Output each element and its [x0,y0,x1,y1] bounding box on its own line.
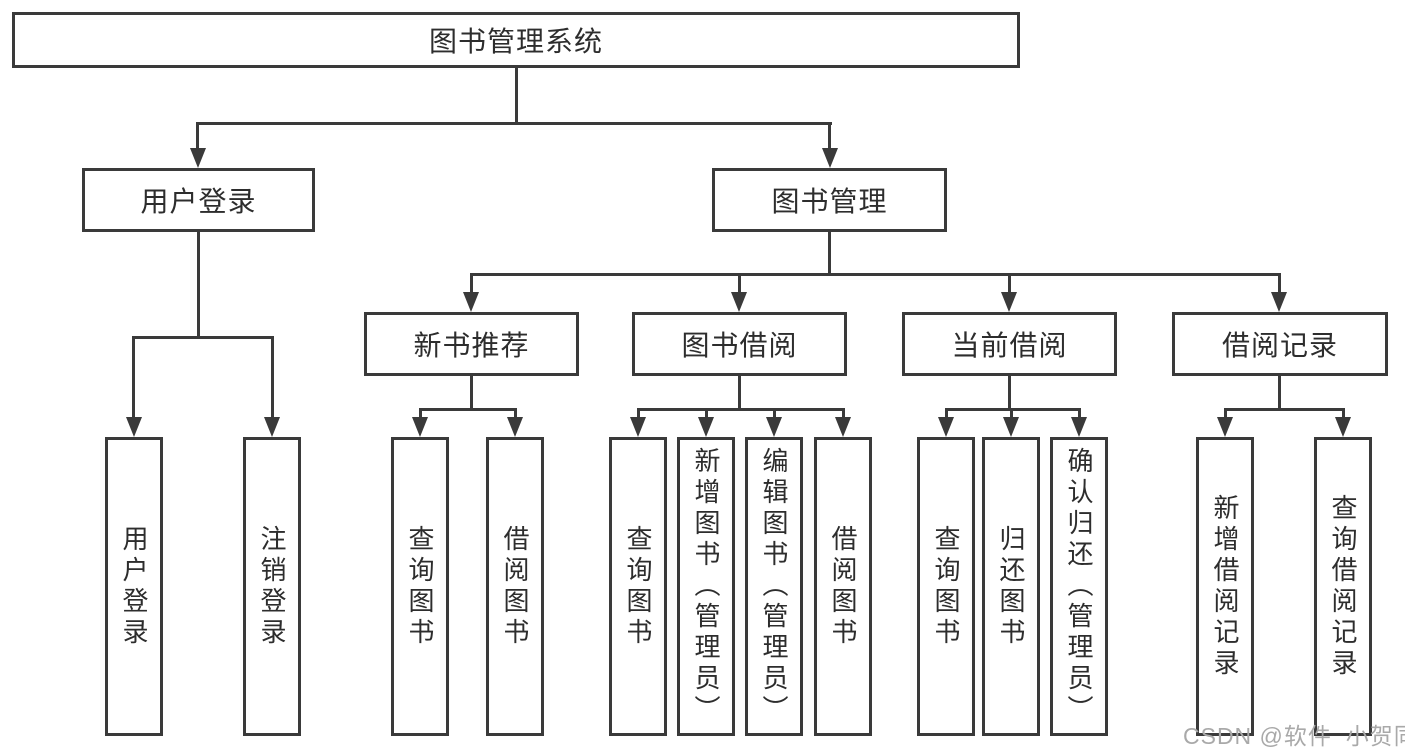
connector-arrowhead [766,417,782,437]
node-label: 图书管理系统 [428,26,603,57]
node-book-management: 图书管理 [712,168,947,232]
connector-line [842,408,845,418]
connector-arrowhead [1001,292,1017,312]
connector-line [1078,408,1081,418]
leaf-current-return-book: 归还图书 [982,437,1040,736]
connector-arrowhead [190,148,206,168]
leaf-label: 查询图书 [623,524,653,649]
node-label: 借阅记录 [1221,330,1338,361]
node-label: 新书推荐 [413,330,530,361]
connector-arrowhead [822,148,838,168]
connector-line [419,408,517,411]
connector-line [1224,408,1345,411]
connector-arrowhead [731,292,747,312]
connector-line [1224,408,1227,418]
connector-line [470,273,473,293]
connector-line [705,408,708,418]
leaf-label: 新增借阅记录 [1210,493,1240,680]
node-user-login: 用户登录 [82,168,315,232]
connector-arrowhead [1271,292,1287,312]
connector-line [828,122,831,150]
connector-line [470,376,473,408]
connector-arrowhead [264,417,280,437]
connector-line [738,376,741,408]
connector-line [196,122,199,150]
leaf-label: 编辑图书（管理员） [759,447,789,726]
leaf-borrow-edit-book-admin: 编辑图书（管理员） [745,437,803,736]
connector-line [132,336,274,339]
leaf-label: 归还图书 [996,524,1026,649]
leaf-label: 用户登录 [119,524,149,649]
connector-line [1008,273,1011,293]
leaf-borrow-borrow-book: 借阅图书 [814,437,872,736]
node-borrow-record: 借阅记录 [1172,312,1388,376]
leaf-label: 确认归还（管理员） [1064,447,1094,726]
node-label: 图书借阅 [681,330,798,361]
node-label: 当前借阅 [951,330,1068,361]
leaf-user-login: 用户登录 [105,437,163,736]
connector-line [271,336,274,417]
connector-arrowhead [1217,417,1233,437]
connector-line [196,122,832,125]
leaf-label: 注销登录 [257,524,287,649]
leaf-borrow-add-book-admin: 新增图书（管理员） [677,437,735,736]
node-label: 用户登录 [140,186,257,217]
connector-line [419,408,422,418]
node-label: 图书管理 [771,186,888,217]
connector-line [773,408,776,418]
connector-arrowhead [126,417,142,437]
leaf-logout: 注销登录 [243,437,301,736]
leaf-record-add-record: 新增借阅记录 [1196,437,1254,736]
connector-line [197,232,200,336]
connector-line [514,408,517,418]
leaf-record-query-record: 查询借阅记录 [1314,437,1372,736]
node-root-system: 图书管理系统 [12,12,1020,68]
leaf-current-confirm-return-admin: 确认归还（管理员） [1050,437,1108,736]
connector-line [637,408,845,411]
csdn-watermark: CSDN @软件_小贺同学 [1183,723,1405,747]
leaf-label: 查询借阅记录 [1328,493,1358,680]
leaf-current-query-book: 查询图书 [917,437,975,736]
connector-line [1278,376,1281,408]
connector-arrowhead [630,417,646,437]
connector-line [945,408,948,418]
connector-line [1010,408,1013,418]
connector-line [1342,408,1345,418]
leaf-recommend-query-book: 查询图书 [391,437,449,736]
connector-line [738,273,741,293]
leaf-borrow-query-book: 查询图书 [609,437,667,736]
leaf-label: 查询图书 [931,524,961,649]
connector-arrowhead [835,417,851,437]
leaf-label: 借阅图书 [500,524,530,649]
connector-arrowhead [698,417,714,437]
connector-line [1008,376,1011,408]
node-book-borrow: 图书借阅 [632,312,847,376]
leaf-label: 查询图书 [405,524,435,649]
connector-line [470,273,1281,276]
leaf-recommend-borrow-book: 借阅图书 [486,437,544,736]
connector-line [132,336,135,417]
connector-arrowhead [507,417,523,437]
connector-arrowhead [1335,417,1351,437]
connector-line [637,408,640,418]
connector-line [515,68,518,122]
connector-arrowhead [463,292,479,312]
connector-line [828,232,831,273]
leaf-label: 借阅图书 [828,524,858,649]
connector-line [1278,273,1281,293]
node-current-borrow: 当前借阅 [902,312,1117,376]
connector-arrowhead [412,417,428,437]
connector-arrowhead [938,417,954,437]
connector-arrowhead [1071,417,1087,437]
node-new-book-recommend: 新书推荐 [364,312,579,376]
connector-arrowhead [1003,417,1019,437]
leaf-label: 新增图书（管理员） [691,447,721,726]
connector-line [945,408,1081,411]
